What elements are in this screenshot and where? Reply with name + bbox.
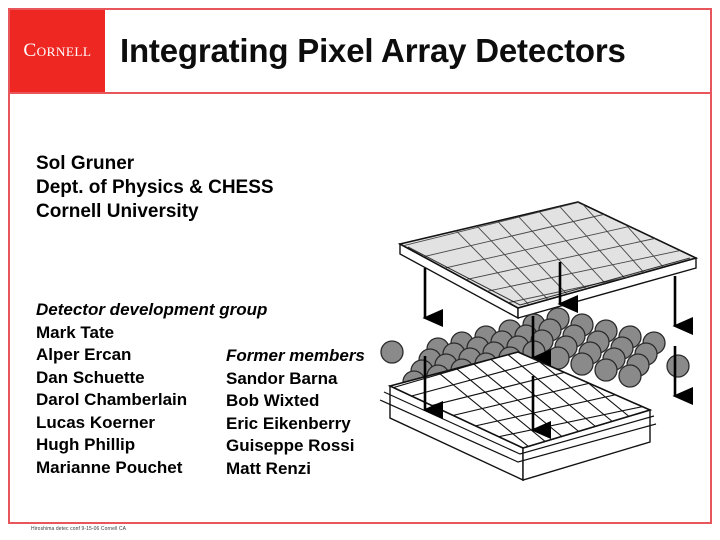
sensor-plate bbox=[397, 201, 699, 320]
list-item: Alper Ercan bbox=[36, 345, 132, 364]
list-item: Hugh Phillip bbox=[36, 435, 136, 454]
former-members-block: Former members Sandor Barna Bob Wixted E… bbox=[226, 345, 365, 480]
list-item: Sandor Barna bbox=[226, 368, 338, 388]
detector-group-block: Detector development group Mark Tate Alp… bbox=[36, 299, 267, 479]
page-title: Integrating Pixel Array Detectors bbox=[120, 32, 626, 69]
former-members-heading: Former members bbox=[226, 346, 365, 365]
list-item: Bob Wixted bbox=[226, 391, 320, 410]
affiliation-block: Sol Gruner Dept. of Physics & CHESS Corn… bbox=[36, 152, 274, 224]
list-item: Dan Schuette bbox=[36, 367, 145, 387]
list-item: Lucas Koerner bbox=[36, 412, 156, 432]
list-item: Mark Tate bbox=[36, 322, 115, 342]
list-item: Matt Renzi bbox=[226, 458, 311, 478]
list-item: Marianne Pouchet bbox=[36, 457, 183, 477]
author-department: Dept. of Physics & CHESS bbox=[36, 177, 274, 198]
author-name: Sol Gruner bbox=[36, 153, 135, 174]
cornell-logo-text: Cornell bbox=[23, 40, 92, 61]
list-item: Darol Chamberlain bbox=[36, 390, 188, 409]
detector-group-heading: Detector development group bbox=[36, 300, 268, 319]
cornell-logo: Cornell bbox=[10, 10, 105, 92]
author-institution: Cornell University bbox=[36, 201, 199, 222]
list-item: Guiseppe Rossi bbox=[226, 436, 355, 455]
title-bar: Cornell Integrating Pixel Array Detector… bbox=[8, 8, 712, 94]
list-item: Eric Eikenberry bbox=[226, 413, 351, 433]
footer-note: Hiroshima detec conf 9-15-06 Cornell CA bbox=[31, 526, 127, 532]
pixel-array-detector-diagram bbox=[378, 196, 708, 486]
